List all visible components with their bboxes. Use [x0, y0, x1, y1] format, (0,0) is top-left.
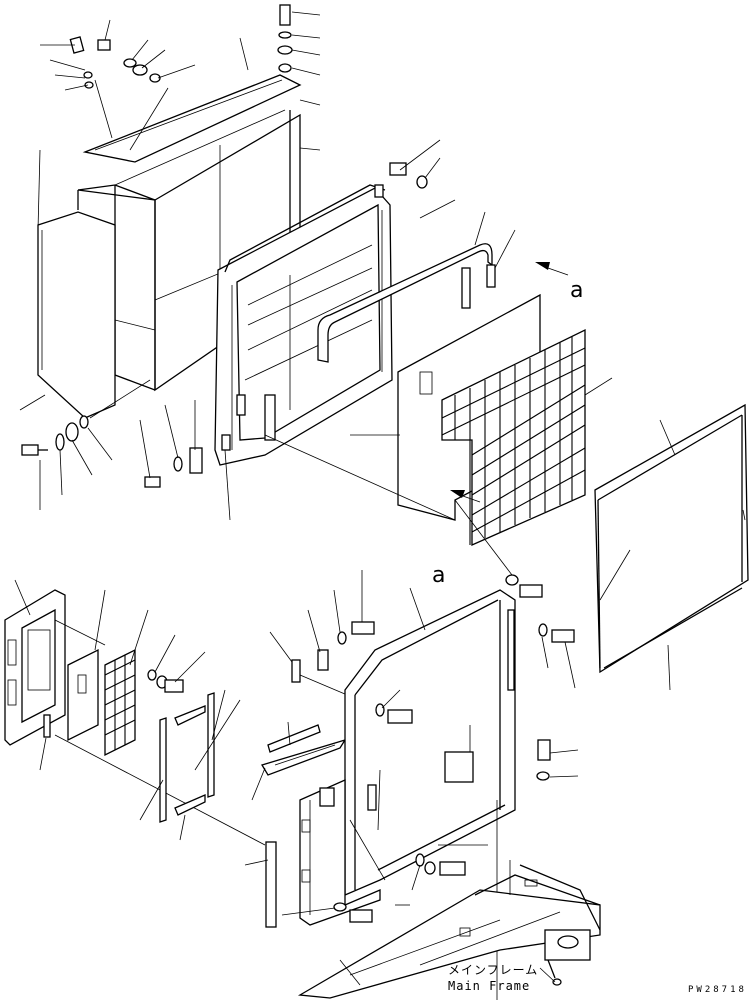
drawing-number: PW28718	[688, 985, 747, 995]
handle-bar	[317, 243, 493, 363]
hinge-hardware	[139, 139, 746, 691]
reference-arrows	[450, 262, 569, 503]
main-frame-label-english: Main Frame	[448, 979, 530, 993]
right-hardware	[454, 499, 579, 781]
cover-bolts	[21, 379, 151, 510]
main-frame	[297, 860, 601, 999]
seal-strip-frame	[594, 403, 749, 674]
door-frame	[214, 184, 393, 466]
small-door-assembly	[4, 579, 266, 846]
lower-seal-strips	[139, 689, 241, 841]
upper-left-hardware	[19, 4, 321, 411]
upper-screen-parts	[397, 264, 586, 546]
frame-bolts	[281, 689, 488, 923]
center-small-parts	[244, 570, 379, 928]
reference-label-a-lower: a	[432, 563, 445, 588]
radiator-frame	[299, 587, 516, 1000]
main-frame-label-japanese: メインフレーム	[448, 963, 538, 977]
reference-label-a-upper: a	[570, 278, 583, 303]
mesh-panel-upper	[441, 328, 586, 546]
